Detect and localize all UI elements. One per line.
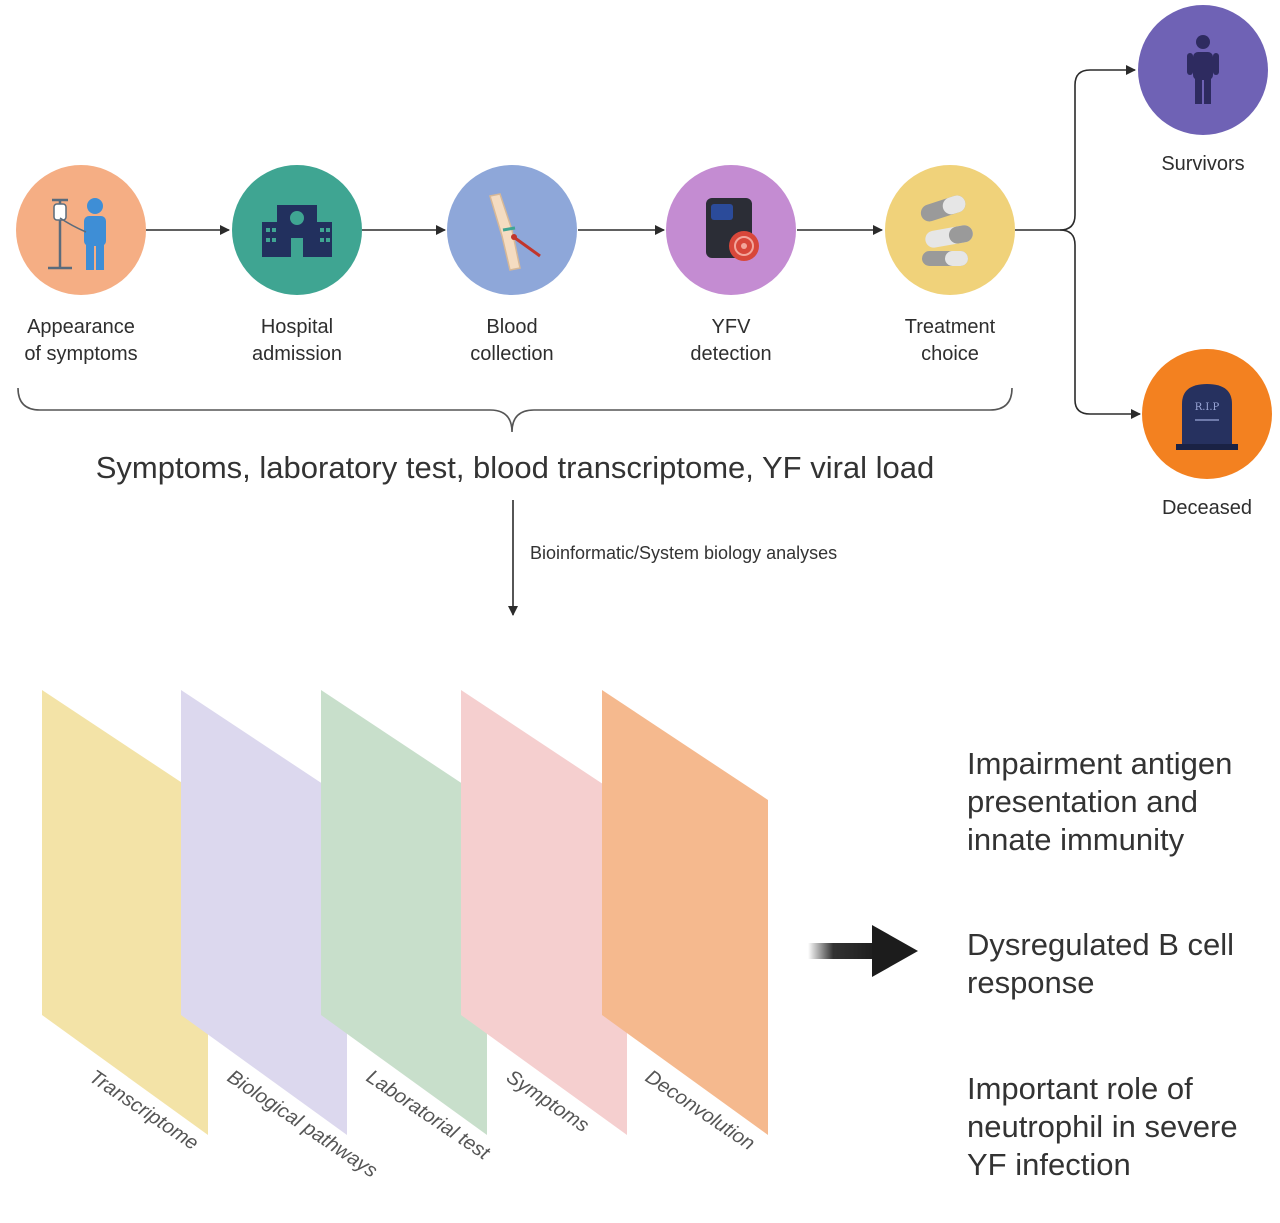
step-label-line1: Treatment	[904, 316, 996, 338]
outcome-label-survivors: Survivors	[1161, 153, 1245, 175]
tombstone-icon: R.I.P	[1176, 384, 1238, 450]
step-label-hospital-admission: Hospital admission	[207, 314, 387, 368]
pcr-machine-virus-icon	[706, 198, 759, 261]
step-label-line1: Blood	[486, 316, 538, 338]
step-label-line2: choice	[921, 343, 979, 365]
step-blood-collection	[447, 165, 577, 295]
step-yfv-detection	[666, 165, 796, 295]
layer-laboratorial-test	[321, 690, 487, 1135]
arm-blood-draw-icon	[489, 193, 541, 271]
step-label-appearance-of-symptoms: Appearance of symptoms	[0, 314, 171, 368]
step-label-line1: Appearance	[27, 316, 135, 338]
step-label-line2: collection	[470, 343, 554, 365]
step-label-line2: of symptoms	[24, 343, 138, 365]
finding-antigen-presentation: Impairment antigen presentation and inna…	[967, 746, 1233, 857]
step-label-line1: Hospital	[260, 316, 334, 338]
hospital-building-icon	[262, 205, 332, 257]
step-hospital-admission	[232, 165, 362, 295]
outcome-deceased: R.I.P	[1142, 349, 1272, 479]
branch-connector-down	[1059, 229, 1141, 419]
step-label-line2: admission	[251, 343, 343, 365]
layer-biological-pathways	[181, 690, 347, 1135]
pills-icon	[920, 195, 973, 266]
grouping-brace	[17, 387, 1013, 433]
finding-b-cell-response: Dysregulated B cell response	[967, 927, 1235, 1000]
iv-drip-patient-icon	[48, 198, 106, 270]
results-arrow	[808, 925, 918, 977]
timeline-connectors	[146, 65, 1141, 419]
step-label-yfv-detection: YFV detection	[641, 314, 821, 368]
step-label-blood-collection: Blood collection	[422, 314, 602, 368]
layer-transcriptome	[42, 690, 208, 1135]
person-icon	[1187, 35, 1219, 104]
data-layers: Transcriptome Biological pathways Labora…	[42, 690, 768, 1182]
outcome-label-deceased: Deceased	[1161, 497, 1253, 519]
step-treatment-choice	[885, 165, 1015, 295]
step-appearance-of-symptoms	[16, 165, 146, 295]
outcome-survivors	[1138, 5, 1268, 135]
finding-neutrophil-role: Important role of neutrophil in severe Y…	[967, 1071, 1238, 1182]
branch-connector	[1015, 65, 1136, 231]
step-label-line2: detection	[690, 343, 772, 365]
step-label-line1: YFV	[711, 316, 751, 338]
analysis-label: Bioinformatic/System biology analyses	[530, 543, 838, 563]
layer-deconvolution	[602, 690, 768, 1135]
step-label-treatment-choice: Treatment choice	[860, 314, 1040, 368]
layer-symptoms	[461, 690, 627, 1135]
collected-data-summary: Symptoms, laboratory test, blood transcr…	[95, 450, 935, 485]
tombstone-text: R.I.P	[1195, 402, 1220, 413]
